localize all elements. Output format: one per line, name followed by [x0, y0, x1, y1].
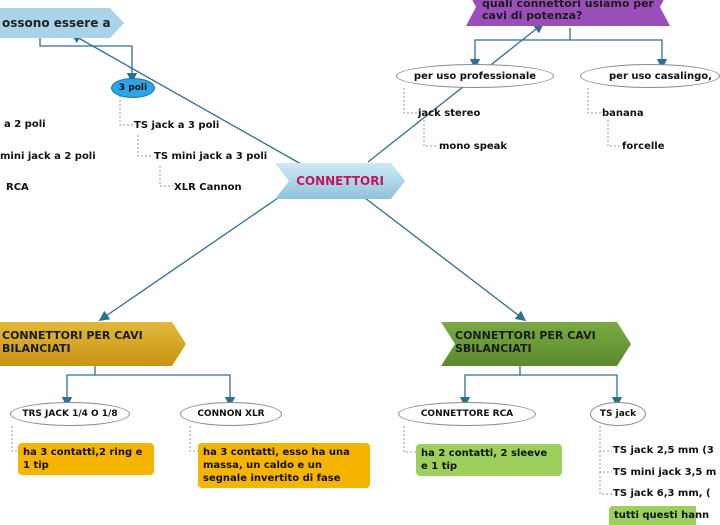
node-central[interactable]: CONNETTORI	[275, 163, 405, 199]
node-home-use[interactable]: per uso casalingo,	[580, 64, 720, 88]
ts-item-6-3mm[interactable]: TS jack 6,3 mm, (	[613, 488, 711, 499]
node-trs-jack[interactable]: TRS JACK 1/4 O 1/8	[10, 402, 130, 426]
node-central-label: CONNETTORI	[296, 174, 384, 188]
left-item-2-poles[interactable]: a 2 poli	[4, 119, 46, 130]
node-unbalanced-label: CONNETTORI PER CAVI SBILANCIATI	[455, 329, 596, 355]
node-ts-jack-label: TS jack	[599, 409, 637, 419]
node-can-be[interactable]: ossono essere a	[0, 8, 124, 38]
home-item-banana[interactable]: banana	[602, 108, 644, 119]
note-ts: tutti questi hann	[609, 506, 709, 525]
home-item-forcelle[interactable]: forcelle	[622, 141, 665, 152]
three-pole-item-ts-mini[interactable]: TS mini jack a 3 poli	[154, 151, 268, 162]
ts-item-3-5mm[interactable]: TS mini jack 3,5 m	[613, 467, 717, 478]
connector-lines	[11, 22, 668, 495]
node-can-be-label: ossono essere a	[2, 16, 111, 30]
node-balanced[interactable]: CONNETTORI PER CAVI BILANCIATI	[0, 322, 186, 366]
node-power-cables-label: quali connettori usiamo per cavi di pote…	[482, 0, 654, 22]
node-trs-jack-label: TRS JACK 1/4 O 1/8	[22, 409, 118, 419]
node-rca-connector-label: CONNETTORE RCA	[420, 409, 514, 419]
three-pole-item-xlr[interactable]: XLR Cannon	[174, 182, 242, 193]
note-trs: ha 3 contatti,2 ring e 1 tip	[18, 443, 154, 475]
node-balanced-label: CONNETTORI PER CAVI BILANCIATI	[2, 329, 143, 355]
node-ts-jack[interactable]: TS jack	[590, 402, 646, 426]
node-power-cables[interactable]: quali connettori usiamo per cavi di pote…	[466, 0, 670, 26]
ts-item-2-5mm[interactable]: TS jack 2,5 mm (3	[613, 445, 714, 456]
node-home-use-label: per uso casalingo,	[609, 70, 712, 82]
left-item-rca[interactable]: RCA	[6, 182, 29, 193]
note-rca: ha 2 contatti, 2 sleeve e 1 tip	[416, 444, 562, 476]
node-three-poles[interactable]: 3 poli	[111, 78, 155, 98]
node-unbalanced[interactable]: CONNETTORI PER CAVI SBILANCIATI	[441, 322, 631, 366]
professional-item-jack-stereo[interactable]: jack stereo	[418, 108, 481, 119]
node-xlr[interactable]: CONNON XLR	[180, 402, 282, 426]
node-xlr-label: CONNON XLR	[197, 409, 265, 419]
node-professional-use[interactable]: per uso professionale	[396, 64, 554, 88]
three-pole-item-ts-jack[interactable]: TS jack a 3 poli	[134, 120, 220, 131]
left-item-mini-jack[interactable]: mini jack a 2 poli	[0, 151, 96, 162]
node-professional-use-label: per uso professionale	[413, 70, 537, 82]
node-rca-connector[interactable]: CONNETTORE RCA	[398, 402, 536, 426]
professional-item-mono-speak[interactable]: mono speak	[439, 141, 508, 152]
node-three-poles-label: 3 poli	[118, 83, 148, 93]
note-xlr: ha 3 contatti, esso ha una massa, un cal…	[198, 443, 370, 488]
